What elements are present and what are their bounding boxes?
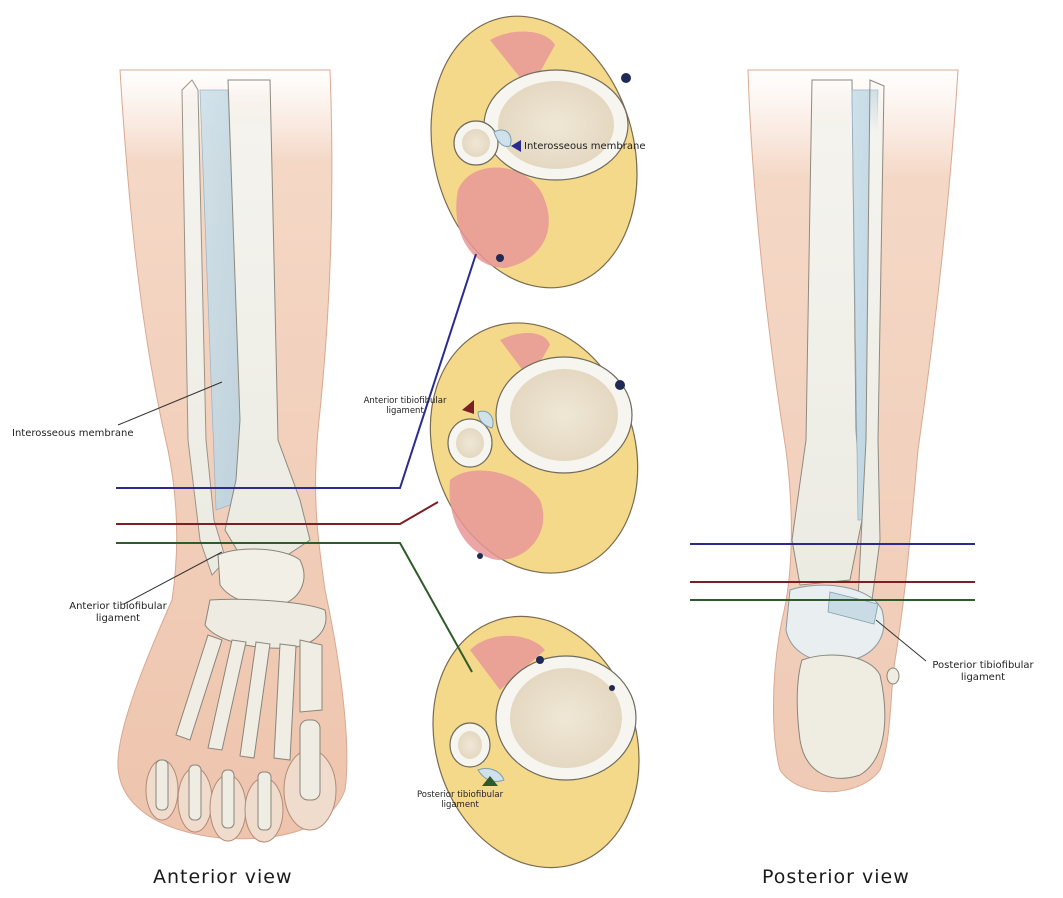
label-anterior-tibiofibular-ligament: Anterior tibiofibular ligament xyxy=(28,601,208,625)
posterior-view-title: Posterior view xyxy=(762,866,910,888)
section3-posterior-label: Posterior tibiofibular ligament xyxy=(400,790,520,810)
anterior-leg xyxy=(118,70,347,842)
label-interosseous-membrane: Interosseous membrane xyxy=(12,428,134,440)
label-line-2: ligament xyxy=(400,800,520,810)
posterior-calcaneus xyxy=(797,655,885,778)
anterior-view-title: Anterior view xyxy=(153,866,293,888)
label-line-1: Posterior tibiofibular xyxy=(908,660,1058,672)
section1-interosseous-label: Interosseous membrane xyxy=(524,141,646,153)
label-line-2: ligament xyxy=(340,406,470,416)
label-posterior-tibiofibular-ligament: Posterior tibiofibular ligament xyxy=(908,660,1058,684)
posterior-fibula-tip xyxy=(887,668,899,684)
label-line-2: ligament xyxy=(28,613,208,625)
section2-anterior-label: Anterior tibiofibular ligament xyxy=(340,396,470,416)
label-line-2: ligament xyxy=(908,672,1058,684)
label-line-1: Posterior tibiofibular xyxy=(400,790,520,800)
label-line-1: Anterior tibiofibular xyxy=(340,396,470,406)
cross-section-2 xyxy=(396,294,671,603)
cross-section-3 xyxy=(401,589,670,894)
label-line-1: Anterior tibiofibular xyxy=(28,601,208,613)
cross-section-1 xyxy=(402,0,667,311)
